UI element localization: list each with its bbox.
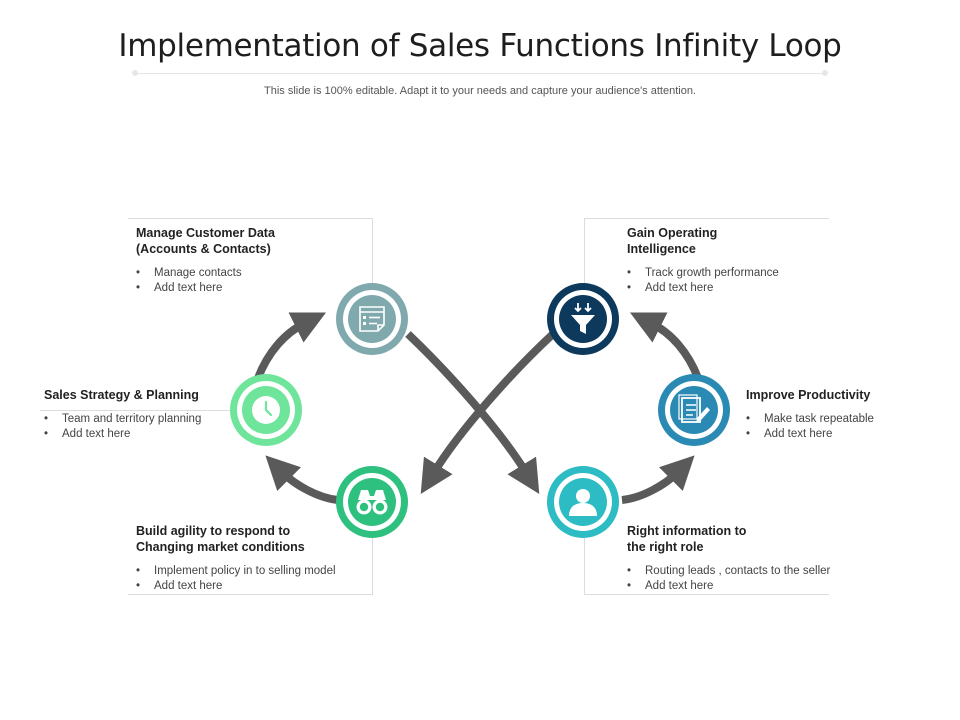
title-line: Intelligence	[627, 242, 696, 256]
frame-gain-intelligence	[584, 218, 829, 299]
user-icon	[569, 489, 597, 516]
document-list-icon	[359, 306, 385, 332]
frame-right-information	[584, 520, 829, 595]
bullet-item: Make task repeatable	[746, 412, 946, 427]
node-right-information	[547, 466, 619, 538]
title-line: Improve Productivity	[746, 388, 871, 402]
funnel-icon	[571, 303, 595, 334]
bullet-list: Track growth performance Add text here	[627, 266, 827, 295]
arrow-agility-to-strategy	[265, 455, 339, 504]
block-title: Right information to the right role	[627, 523, 862, 555]
frame-manage-customer-data	[128, 218, 373, 299]
bullet-item: Add text here	[746, 427, 946, 442]
node-build-agility	[336, 466, 408, 538]
loop-arrows	[254, 312, 702, 504]
bullet-item: Add text here	[44, 427, 244, 442]
block-gain-intelligence: Gain Operating Intelligence Track growth…	[627, 225, 827, 295]
block-title: Manage Customer Data (Accounts & Contact…	[136, 225, 366, 257]
bullet-list: Routing leads , contacts to the seller A…	[627, 564, 862, 593]
bullet-item: Add text here	[627, 579, 862, 594]
bullet-list: Team and territory planning Add text her…	[44, 412, 244, 441]
subtitle: This slide is 100% editable. Adapt it to…	[264, 85, 696, 97]
frame-sales-strategy	[40, 410, 230, 411]
title-line: Manage Customer Data	[136, 226, 275, 240]
bullet-item: Manage contacts	[136, 266, 366, 281]
title-line: Right information to	[627, 524, 747, 538]
bullet-item: Add text here	[627, 281, 827, 296]
clock-icon	[252, 396, 280, 424]
title-divider	[135, 73, 825, 74]
block-build-agility: Build agility to respond to Changing mar…	[136, 523, 371, 593]
title-line: Gain Operating	[627, 226, 718, 240]
arrow-strategy-to-customer	[254, 312, 327, 380]
page-title: Implementation of Sales Functions Infini…	[118, 28, 842, 64]
title-line: Sales Strategy & Planning	[44, 388, 199, 402]
bullet-item: Team and territory planning	[44, 412, 244, 427]
block-right-information: Right information to the right role Rout…	[627, 523, 862, 593]
edit-document-icon	[678, 394, 710, 423]
node-sales-strategy	[230, 374, 302, 446]
block-improve-productivity: Improve Productivity Make task repeatabl…	[746, 387, 946, 441]
divider-dot	[132, 70, 138, 76]
bullet-item: Add text here	[136, 281, 366, 296]
title-line: Changing market conditions	[136, 540, 305, 554]
node-gain-intelligence	[547, 283, 619, 355]
frame-build-agility	[128, 520, 373, 595]
arrow-right-info-to-productivity	[621, 455, 695, 504]
block-title: Improve Productivity	[746, 387, 946, 403]
node-improve-productivity	[658, 374, 730, 446]
bullet-item: Implement policy in to selling model	[136, 564, 371, 579]
arrow-customer-to-right-info	[405, 331, 540, 495]
block-manage-customer-data: Manage Customer Data (Accounts & Contact…	[136, 225, 366, 295]
bullet-item: Add text here	[136, 579, 371, 594]
arrow-intelligence-to-agility	[420, 331, 556, 495]
block-sales-strategy: Sales Strategy & Planning Team and terri…	[44, 387, 244, 441]
bullet-item: Track growth performance	[627, 266, 827, 281]
bullet-list: Implement policy in to selling model Add…	[136, 564, 371, 593]
node-manage-customer-data	[336, 283, 408, 355]
title-line: (Accounts & Contacts)	[136, 242, 271, 256]
block-title: Sales Strategy & Planning	[44, 387, 244, 403]
bullet-list: Make task repeatable Add text here	[746, 412, 946, 441]
bullet-item: Routing leads , contacts to the seller	[627, 564, 862, 579]
block-title: Gain Operating Intelligence	[627, 225, 827, 257]
bullet-list: Manage contacts Add text here	[136, 266, 366, 295]
divider-dot	[822, 70, 828, 76]
title-line: the right role	[627, 540, 704, 554]
binoculars-icon	[356, 490, 388, 515]
block-title: Build agility to respond to Changing mar…	[136, 523, 371, 555]
arrow-productivity-to-intelligence	[629, 312, 702, 380]
title-line: Build agility to respond to	[136, 524, 291, 538]
